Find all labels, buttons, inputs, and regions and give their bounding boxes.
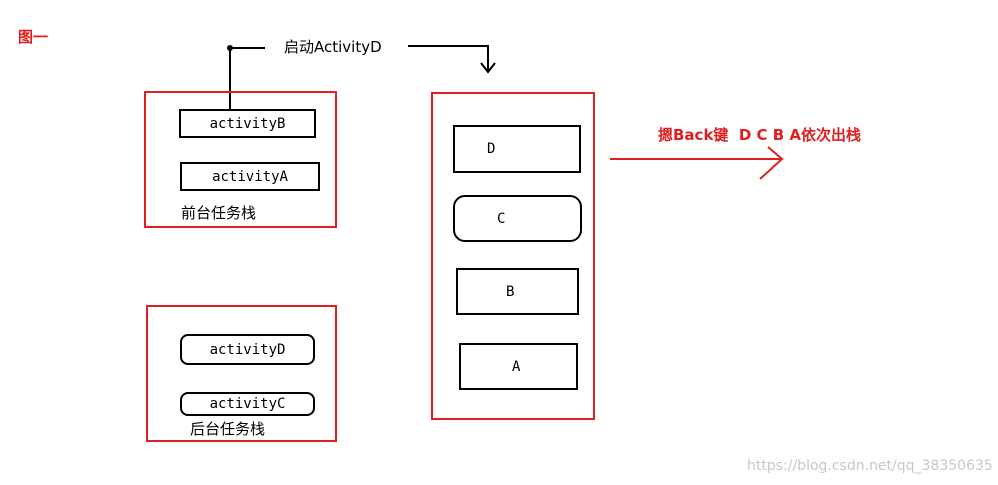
activity-d-box: activityD <box>180 334 315 365</box>
activity-c-box: activityC <box>180 392 315 416</box>
activity-c-label: activityC <box>209 396 286 412</box>
foreground-stack-title: 前台任务栈 <box>181 204 257 222</box>
stack-item-a: A <box>459 343 578 390</box>
back-key-note: 摁Back键 D C B A依次出栈 <box>658 126 862 144</box>
connector-dot <box>227 45 233 51</box>
foreground-stack-box <box>144 91 337 228</box>
activity-d-label: activityD <box>209 341 286 358</box>
stack-item-b: B <box>456 268 579 315</box>
back-arrow-head <box>759 146 784 180</box>
stack-item-b-label: B <box>506 283 515 300</box>
stack-item-c: C <box>453 195 582 242</box>
stack-item-d-label: D <box>487 141 496 157</box>
merged-stack-box <box>431 92 595 420</box>
background-stack-box <box>146 305 337 442</box>
stack-item-d: D <box>453 125 581 173</box>
activity-a-label: activityA <box>212 168 288 185</box>
stack-item-a-label: A <box>512 358 521 375</box>
watermark-text: https://blog.csdn.net/qq_38350635 <box>747 458 993 474</box>
figure-label: 图一 <box>18 28 49 46</box>
background-stack-title: 后台任务栈 <box>190 420 266 438</box>
activity-b-label: activityB <box>209 115 286 132</box>
activity-b-box: activityB <box>179 109 316 138</box>
stack-item-c-label: C <box>497 210 506 227</box>
launch-arrow-line <box>408 45 489 72</box>
launch-activity-label: 启动ActivityD <box>284 38 382 56</box>
launch-arrow-head <box>480 62 496 74</box>
activity-a-box: activityA <box>180 162 320 191</box>
